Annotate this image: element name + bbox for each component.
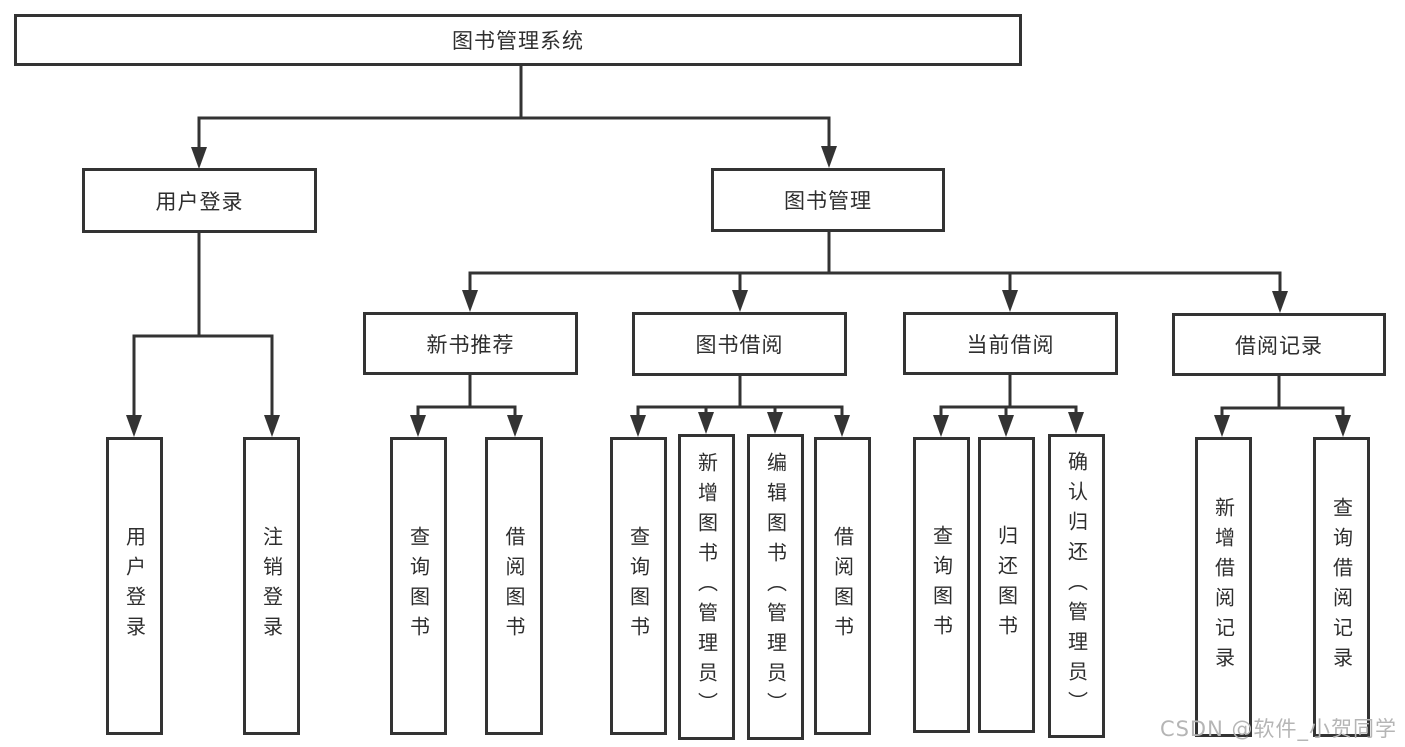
leaf-label: 借阅图书 [502,526,526,646]
leaf-logout: 注销登录 [243,437,300,735]
leaf-return-books: 归还图书 [978,437,1035,733]
leaf-add-books-admin: 新增图书（管理员） [678,434,735,740]
leaf-label: 归还图书 [994,525,1019,645]
leaf-add-borrow-record: 新增借阅记录 [1195,437,1252,737]
node-new-book-recommend: 新书推荐 [363,312,578,375]
node-borrow-records: 借阅记录 [1172,313,1386,376]
leaf-label: 确认归还（管理员） [1064,451,1089,721]
csdn-watermark: CSDN @软件_小贺同学 [1159,717,1397,741]
node-label: 图书借阅 [695,333,784,357]
leaf-query-borrow-record: 查询借阅记录 [1313,437,1370,737]
leaf-label: 新增图书（管理员） [694,452,719,722]
leaf-label: 注销登录 [259,526,284,646]
leaf-label: 查询图书 [929,525,954,645]
node-user-login: 用户登录 [82,168,317,233]
leaf-label: 查询图书 [406,526,431,646]
leaf-edit-books-admin: 编辑图书（管理员） [747,434,804,740]
leaf-label: 编辑图书（管理员） [763,452,788,722]
node-label: 借阅记录 [1235,333,1323,358]
leaf-query-books: 查询图书 [610,437,667,735]
node-label: 用户登录 [155,189,244,214]
leaf-label: 查询图书 [626,526,651,646]
node-book-management-system: 图书管理系统 [14,14,1022,66]
arrowheads [126,146,1351,437]
node-current-borrow: 当前借阅 [903,312,1118,375]
node-label: 当前借阅 [966,332,1055,357]
leaf-user-login: 用户登录 [106,437,163,735]
leaf-borrow-books: 借阅图书 [814,437,871,735]
leaf-query-books: 查询图书 [913,437,970,733]
node-book-management: 图书管理 [711,168,945,232]
leaf-label: 用户登录 [122,526,147,646]
node-label: 图书管理系统 [452,29,584,53]
leaf-label: 借阅图书 [830,526,855,646]
leaf-label: 查询借阅记录 [1329,497,1354,677]
leaf-query-books: 查询图书 [390,437,447,735]
node-label: 图书管理 [784,189,872,213]
leaf-borrow-books: 借阅图书 [485,437,543,735]
node-label: 新书推荐 [426,332,515,357]
node-book-borrow: 图书借阅 [632,312,847,376]
leaf-label: 新增借阅记录 [1211,497,1236,677]
leaf-confirm-return-admin: 确认归还（管理员） [1048,434,1105,738]
